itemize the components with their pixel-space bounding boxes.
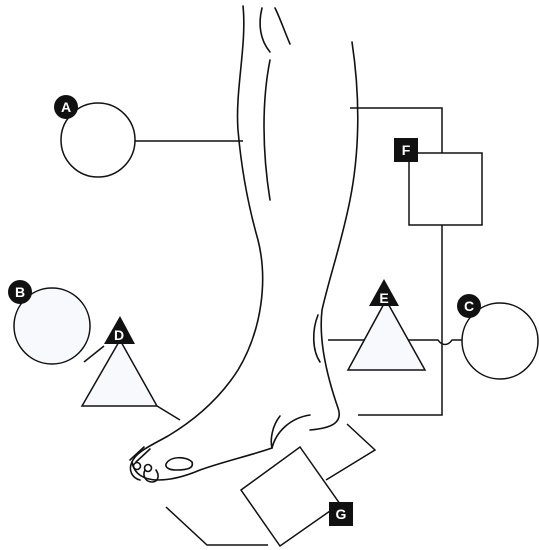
badge-e-bg (369, 279, 399, 306)
shin-line-1 (259, 7, 271, 53)
badge-e-label: E (379, 290, 388, 306)
foot-top-contour (131, 447, 273, 481)
badge-a-bg (54, 95, 78, 119)
badge-d-label: D (114, 327, 124, 343)
leader-b (83, 345, 105, 363)
small-toe-1 (132, 461, 142, 471)
leader-f-top (350, 107, 443, 416)
badge-g: G (329, 502, 353, 526)
badge-f-label: F (402, 142, 411, 158)
shin-line-2 (274, 7, 291, 45)
circle-marker-a (60, 102, 136, 178)
badge-b-bg (8, 280, 32, 304)
leg-left-contour (131, 5, 264, 463)
badge-a-label: A (61, 99, 71, 115)
triangle-marker-d (80, 338, 159, 407)
badge-b: B (8, 280, 32, 304)
leader-g-bottom (165, 506, 268, 546)
foot-illustration (129, 5, 359, 483)
badge-d: D (104, 316, 135, 344)
badge-d-bg (104, 316, 135, 344)
badge-c-label: C (464, 298, 474, 314)
badge-g-label: G (336, 506, 347, 522)
badge-c-bg (457, 294, 481, 318)
toe-line-2 (135, 448, 151, 463)
badge-b-label: B (15, 284, 25, 300)
toe-line-1 (129, 446, 145, 461)
small-toe-2 (143, 463, 153, 473)
ankle-bulge (312, 314, 321, 363)
circle-marker-c (461, 302, 539, 380)
leader-d (156, 405, 181, 421)
leader-e (328, 339, 462, 346)
badge-c: C (457, 294, 481, 318)
leader-lines (83, 107, 462, 546)
badge-f: F (394, 138, 418, 162)
leader-g (325, 423, 377, 481)
calf-line (263, 59, 271, 201)
square-marker-f (408, 152, 483, 226)
badge-a: A (54, 95, 78, 119)
badge-e: E (369, 279, 399, 306)
circle-marker-b (13, 287, 91, 365)
badge-g-bg (329, 502, 353, 526)
foot-arch (270, 414, 311, 449)
triangle-marker-e (346, 298, 427, 371)
toe-nail (165, 456, 194, 471)
square-marker-g (239, 445, 342, 548)
badge-f-bg (394, 138, 418, 162)
big-toe (129, 461, 159, 483)
leg-right-contour (309, 41, 359, 431)
